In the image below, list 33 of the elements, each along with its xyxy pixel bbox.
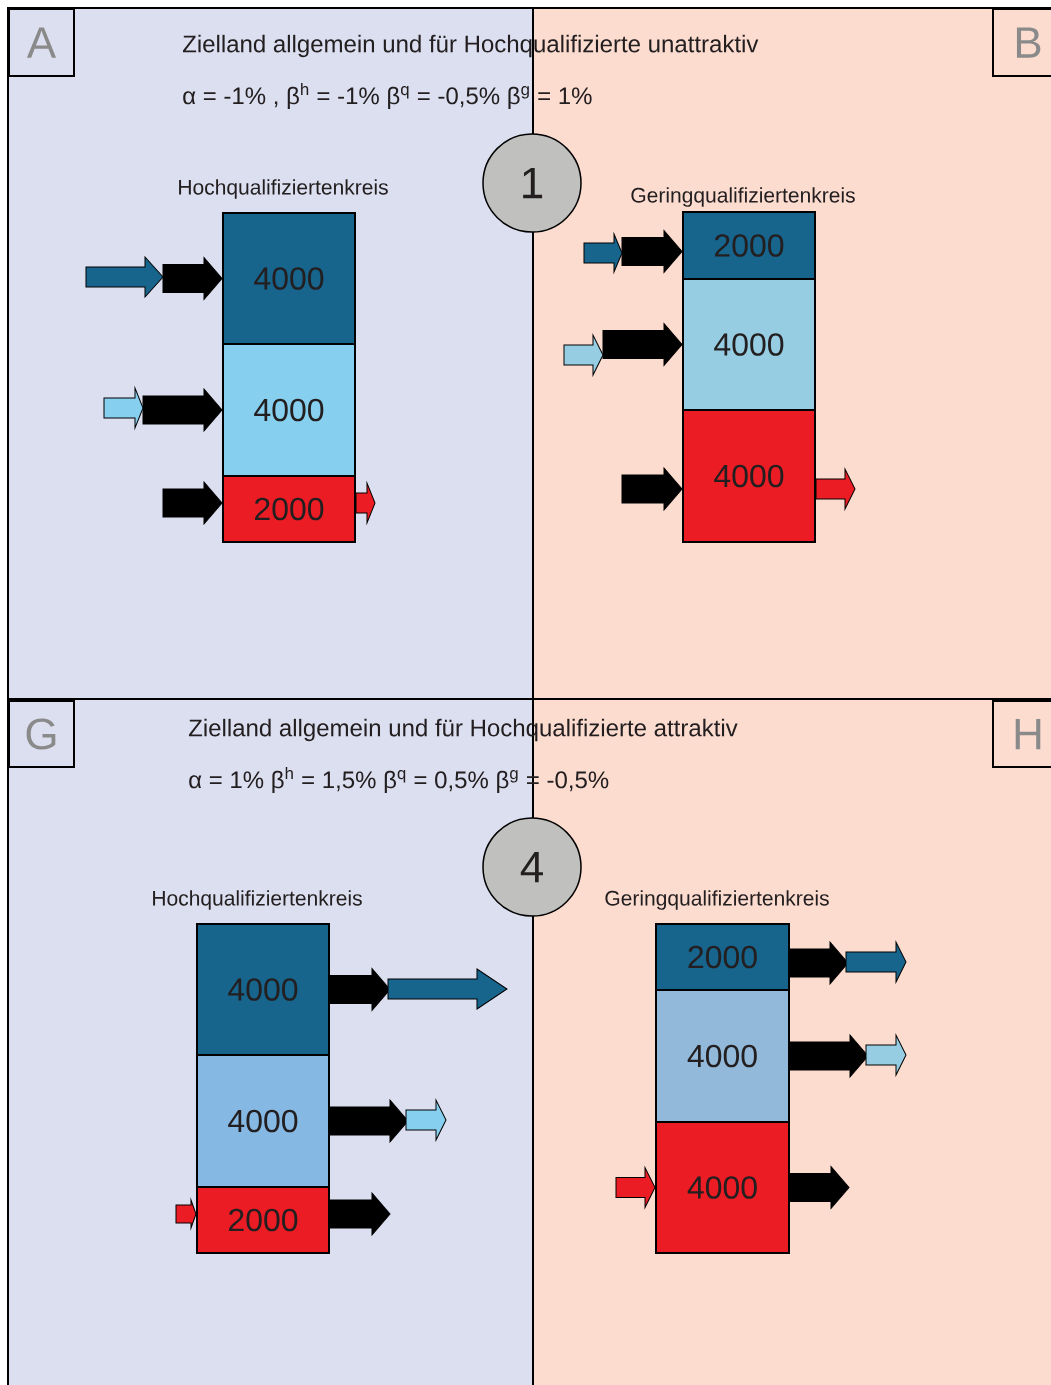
- column-segment: 2000: [682, 211, 816, 280]
- letter-box: H: [992, 700, 1051, 768]
- column-segment: 4000: [196, 923, 330, 1056]
- column-segment: 4000: [655, 1121, 790, 1254]
- column-segment: 4000: [682, 409, 816, 543]
- column-segment: 2000: [196, 1186, 330, 1254]
- block-arrow: [355, 482, 376, 524]
- column-segment: 4000: [222, 343, 356, 477]
- letter-box: B: [992, 8, 1051, 77]
- column-heading: Geringqualifiziertenkreis: [631, 187, 855, 207]
- column-segment: 4000: [682, 278, 816, 411]
- letter-box: A: [8, 8, 75, 77]
- column-heading: Hochqualifiziertenkreis: [179, 179, 388, 199]
- block-arrow: [815, 468, 856, 510]
- block-arrow: [615, 1167, 656, 1208]
- block-arrow: [621, 230, 683, 273]
- column-heading: Hochqualifiziertenkreis: [153, 890, 362, 910]
- letter-box: G: [8, 700, 75, 768]
- parameter-formula: α = -1% , β$^{h}$ = -1% β$^{q}$ = -0,5% β$^{g}$ = 1%: [183, 82, 592, 110]
- block-arrow: [175, 1199, 197, 1229]
- block-arrow: [602, 323, 683, 366]
- block-arrow: [162, 257, 223, 300]
- block-arrow: [162, 481, 223, 525]
- column-heading: Geringqualifiziertenkreis: [605, 890, 829, 910]
- block-arrow: [789, 1166, 850, 1209]
- block-arrow: [142, 388, 223, 432]
- column-segment: 2000: [222, 475, 356, 543]
- block-arrow: [621, 467, 683, 511]
- column-segment: 2000: [655, 923, 790, 991]
- column-segment: 4000: [222, 212, 356, 345]
- column-segment: 4000: [655, 989, 790, 1123]
- block-arrow: [329, 1192, 391, 1236]
- column-segment: 4000: [196, 1054, 330, 1188]
